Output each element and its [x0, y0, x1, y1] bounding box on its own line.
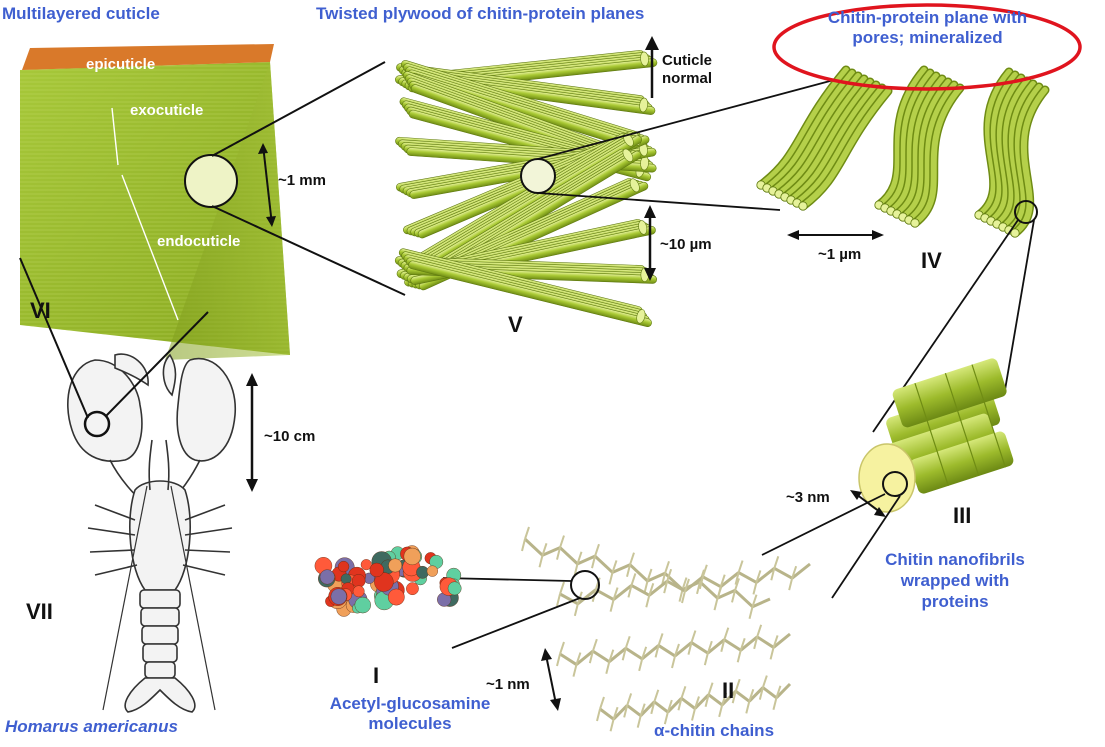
cuticle-block: [20, 44, 290, 360]
alpha-chitin-chains: [522, 527, 810, 731]
caption-nanofibrils-line3: proteins: [850, 591, 1060, 612]
cuticle-zoom-circle: [185, 155, 237, 207]
scale-label-mm: ~1 mm: [278, 172, 326, 189]
title-multilayered-cuticle: Multilayered cuticle: [2, 4, 160, 24]
chain-zoom-circle: [571, 571, 599, 599]
title-chitin-plane: Chitin-protein plane with pores; mineral…: [800, 8, 1055, 48]
caption-nanofibrils: Chitin nanofibrils wrapped with proteins: [850, 549, 1060, 612]
scale-label-3nm: ~3 nm: [786, 489, 830, 506]
caption-nanofibrils-line1: Chitin nanofibrils: [850, 549, 1060, 570]
chitin-protein-plane: [757, 70, 1045, 237]
level-VII: VII: [26, 599, 53, 625]
zoom-line: [452, 598, 580, 648]
label-endocuticle: endocuticle: [157, 233, 240, 250]
scale-label-1nm: ~1 nm: [486, 676, 530, 693]
plywood-zoom-circle: [521, 159, 555, 193]
label-epicuticle: epicuticle: [86, 56, 155, 73]
scale-label-10um: ~10 µm: [660, 236, 712, 253]
scale-arrow-1nm: [546, 655, 556, 704]
label-cuticle-normal: Cuticle normal: [662, 52, 712, 88]
acetyl-glucosamine-molecule: [315, 546, 461, 617]
scale-label-10cm: ~10 cm: [264, 428, 315, 445]
nanofibril-bundle: [859, 357, 1029, 512]
level-V: V: [508, 312, 523, 338]
caption-alpha-chitin: α-chitin chains: [654, 721, 774, 741]
level-III: III: [953, 503, 971, 529]
caption-acetyl-line2: molecules: [300, 714, 520, 734]
title-chitin-plane-line1: Chitin-protein plane with: [800, 8, 1055, 28]
label-exocuticle: exocuticle: [130, 102, 203, 119]
caption-acetyl-line1: Acetyl-glucosamine: [300, 694, 520, 714]
lobster-drawing: [68, 354, 235, 712]
level-IV: IV: [921, 248, 942, 274]
title-chitin-plane-line2: pores; mineralized: [800, 28, 1055, 48]
level-II: II: [722, 678, 734, 704]
zoom-line: [443, 578, 571, 581]
caption-acetyl: Acetyl-glucosamine molecules: [300, 694, 520, 734]
label-cuticle-normal-1: Cuticle: [662, 52, 712, 70]
level-I: I: [373, 663, 379, 689]
label-cuticle-normal-2: normal: [662, 70, 712, 88]
scale-label-1um: ~1 µm: [818, 246, 861, 263]
zoom-line: [1005, 220, 1034, 390]
title-twisted-plywood: Twisted plywood of chitin-protein planes: [316, 4, 644, 24]
caption-species: Homarus americanus: [5, 717, 178, 737]
caption-nanofibrils-line2: wrapped with: [850, 570, 1060, 591]
level-VI: VI: [30, 298, 51, 324]
